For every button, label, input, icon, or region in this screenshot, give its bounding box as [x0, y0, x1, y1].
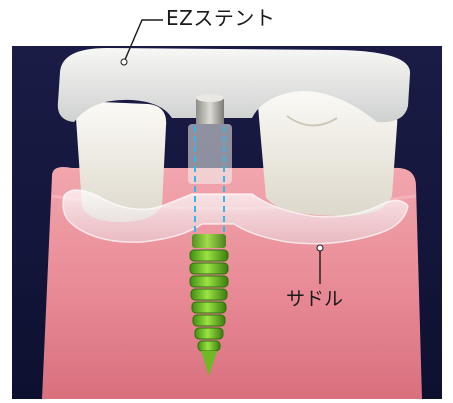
implant-model-photo	[12, 46, 442, 399]
ez-stent-label: EZステント	[166, 8, 275, 28]
saddle-label: サドル	[286, 290, 343, 309]
